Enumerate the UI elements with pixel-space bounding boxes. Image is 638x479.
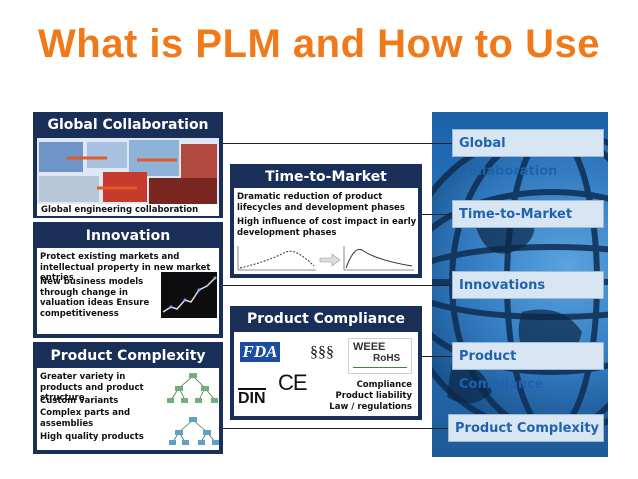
complexity-text-3: Complex parts and assemblies <box>40 408 131 429</box>
card-heading: Product Complexity <box>50 348 206 364</box>
collaboration-photo <box>37 138 219 204</box>
page-title: What is PLM and How to Use <box>38 22 600 66</box>
connector-global <box>222 143 452 144</box>
tab-product-compliance[interactable]: Product Compliance <box>452 342 604 392</box>
card-innovation: Innovation Protect existing markets and … <box>33 222 223 338</box>
card-heading: Global Collaboration <box>47 117 209 133</box>
tab-product-complexity[interactable]: Product Complexity <box>448 414 604 442</box>
lifecycle-curve-graphic <box>237 246 414 271</box>
card-global-collaboration: Global Collaboration Global engineering … <box>33 112 223 218</box>
connector-complexity <box>222 428 448 429</box>
card-caption: Global engineering collaboration <box>41 205 199 215</box>
product-structure-tree <box>167 373 219 445</box>
connector-compliance <box>422 356 452 357</box>
connector-innovation <box>222 285 452 286</box>
complexity-text-4: High quality products <box>40 432 144 442</box>
card-product-compliance: Product Compliance FDA §§§ WEEE RoHS CE … <box>230 306 422 420</box>
rohs-text: RoHS <box>373 353 401 364</box>
card-heading: Product Compliance <box>247 311 405 327</box>
ce-mark: CE <box>278 370 308 395</box>
weee-rohs-logo: WEEE RoHS <box>348 338 412 374</box>
innovation-text-1: Protect existing markets and intellectua… <box>40 252 211 283</box>
din-logo: DIN <box>238 388 266 407</box>
complexity-text-2: Custom variants <box>40 396 119 406</box>
card-heading: Time-to-Market <box>265 169 387 185</box>
fda-logo: FDA <box>240 342 280 362</box>
stock-chart-photo <box>161 272 217 318</box>
tab-time-to-market[interactable]: Time-to-Market <box>452 200 604 228</box>
connector-ttm <box>422 214 452 215</box>
tab-innovations[interactable]: Innovations <box>452 271 604 299</box>
compliance-item-3: Law / regulations <box>329 402 412 412</box>
ttm-text-1: Dramatic reduction of product lifecycles… <box>237 192 405 213</box>
paragraph-symbol: §§§ <box>310 344 334 361</box>
card-time-to-market: Time-to-Market Dramatic reduction of pro… <box>230 164 422 278</box>
weee-underline <box>353 367 407 368</box>
ttm-text-2: High influence of cost impact in early d… <box>237 217 417 238</box>
tab-global-collaboration[interactable]: Global Collaboration <box>452 129 604 179</box>
compliance-item-2: Product liability <box>335 391 412 401</box>
complexity-text-1: Greater variety in products and product … <box>40 372 144 403</box>
card-heading: Innovation <box>85 228 171 244</box>
card-product-complexity: Product Complexity Greater variety in pr… <box>33 342 223 454</box>
innovation-text-2: New business models through change in va… <box>40 277 150 319</box>
weee-text: WEEE <box>353 341 386 353</box>
compliance-item-1: Compliance <box>356 380 412 390</box>
